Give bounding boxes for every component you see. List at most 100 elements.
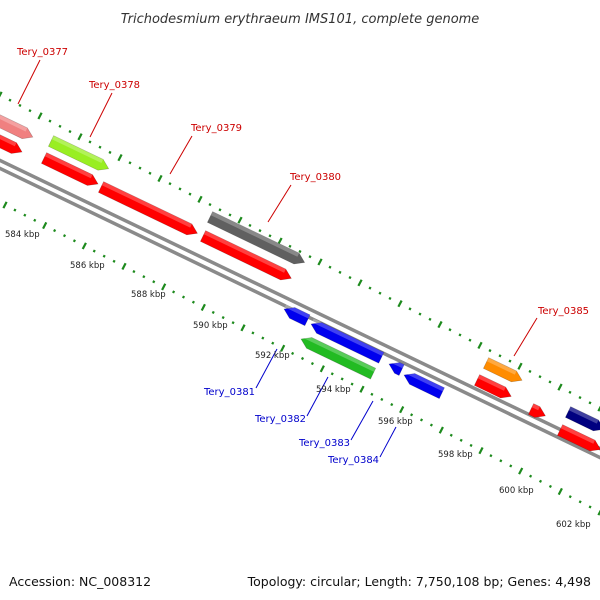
minor-tick (538, 479, 543, 483)
minor-tick (378, 291, 382, 295)
gene-label: Tery_0383 (298, 438, 350, 449)
topology-text: Topology: circular; Length: 7,750,108 bp… (247, 574, 591, 589)
minor-tick (62, 234, 67, 238)
minor-tick (191, 300, 195, 304)
scale-label: 588 kbp (131, 290, 166, 300)
minor-tick (390, 402, 394, 407)
gene-label-connector (17, 59, 41, 105)
minor-tick (348, 276, 352, 280)
minor-tick (508, 359, 512, 363)
minor-tick (168, 182, 172, 186)
minor-tick (459, 438, 463, 442)
gene-feature-dark (565, 406, 600, 432)
scale-label: 590 kbp (193, 321, 228, 331)
minor-tick (418, 312, 422, 316)
minor-tick (48, 119, 52, 123)
gene-feature-0380 (207, 211, 306, 265)
major-tick (517, 362, 523, 370)
minor-tick (178, 187, 182, 191)
minor-tick (172, 290, 176, 294)
minor-tick (548, 380, 552, 384)
minor-tick (350, 382, 354, 386)
major-tick (557, 487, 563, 496)
scale-label: 596 kbp (378, 417, 413, 427)
minor-tick (291, 351, 295, 355)
major-tick (357, 279, 363, 287)
minor-tick (221, 315, 225, 320)
minor-tick (338, 270, 342, 274)
major-tick (597, 405, 600, 412)
scale-label: 592 kbp (255, 351, 290, 361)
minor-tick (148, 171, 152, 175)
major-tick (200, 303, 206, 311)
minor-tick (258, 229, 262, 233)
scale-label: 586 kbp (70, 261, 105, 271)
minor-tick (231, 321, 235, 325)
map-title: Trichodesmium erythraeum IMS101, complet… (121, 12, 480, 27)
minor-tick (588, 401, 592, 405)
orf-feature (0, 134, 23, 154)
scale-label: 598 kbp (438, 450, 473, 460)
minor-tick (429, 423, 433, 427)
minor-tick (578, 395, 582, 400)
major-tick (42, 221, 48, 230)
minor-tick (188, 192, 192, 196)
gene-feature-0382 (300, 333, 377, 380)
gene-label-connector (89, 92, 113, 138)
gene-label: Tery_0378 (88, 80, 140, 91)
major-tick (317, 258, 323, 266)
minor-tick (330, 372, 334, 376)
minor-tick (108, 150, 112, 154)
gene-label-connector (267, 184, 292, 223)
gene-label: Tery_0380 (289, 172, 341, 183)
minor-tick (419, 418, 424, 422)
orf-feature (474, 374, 512, 399)
scale-label: 600 kbp (499, 486, 534, 496)
major-tick (437, 320, 443, 329)
gene-labels: Tery_0377Tery_0378Tery_0379Tery_0380Tery… (16, 47, 589, 466)
minor-tick (328, 265, 332, 269)
minor-tick (13, 208, 17, 212)
gene-label: Tery_0379 (190, 123, 242, 134)
minor-tick (112, 259, 116, 263)
minor-tick (548, 484, 552, 488)
minor-tick (58, 124, 62, 128)
major-tick (0, 91, 3, 98)
accession-text: Accession: NC_008312 (9, 574, 151, 589)
gene-feature-0384b (403, 369, 445, 399)
major-tick (2, 201, 8, 209)
major-tick (77, 133, 83, 141)
major-tick (197, 195, 203, 203)
major-tick (557, 383, 563, 391)
minor-tick (368, 286, 372, 290)
minor-tick (308, 255, 312, 259)
minor-tick (68, 129, 72, 134)
minor-tick (298, 249, 302, 254)
major-tick (117, 153, 123, 162)
orf-feature (557, 424, 600, 452)
scale-label: 584 kbp (5, 230, 40, 240)
major-tick (240, 324, 246, 332)
minor-tick (138, 166, 142, 170)
gene-feature-0381 (283, 303, 311, 327)
major-tick (438, 426, 444, 434)
minor-tick (568, 495, 572, 499)
minor-tick (428, 317, 432, 321)
orf-feature (98, 181, 198, 236)
gene-label: Tery_0382 (254, 414, 306, 425)
minor-tick (142, 275, 146, 279)
minor-tick (310, 362, 314, 366)
minor-tick (98, 145, 102, 149)
gene-label-connector (306, 376, 329, 417)
major-tick (319, 365, 325, 373)
minor-tick (261, 336, 265, 340)
gene-label-connector (255, 348, 278, 389)
minor-tick (488, 349, 492, 353)
gene-label-connector (379, 426, 397, 458)
inner-tick-track (2, 201, 600, 516)
major-tick (237, 216, 243, 224)
minor-tick (228, 213, 232, 217)
major-tick (157, 174, 163, 183)
minor-tick (28, 109, 32, 113)
